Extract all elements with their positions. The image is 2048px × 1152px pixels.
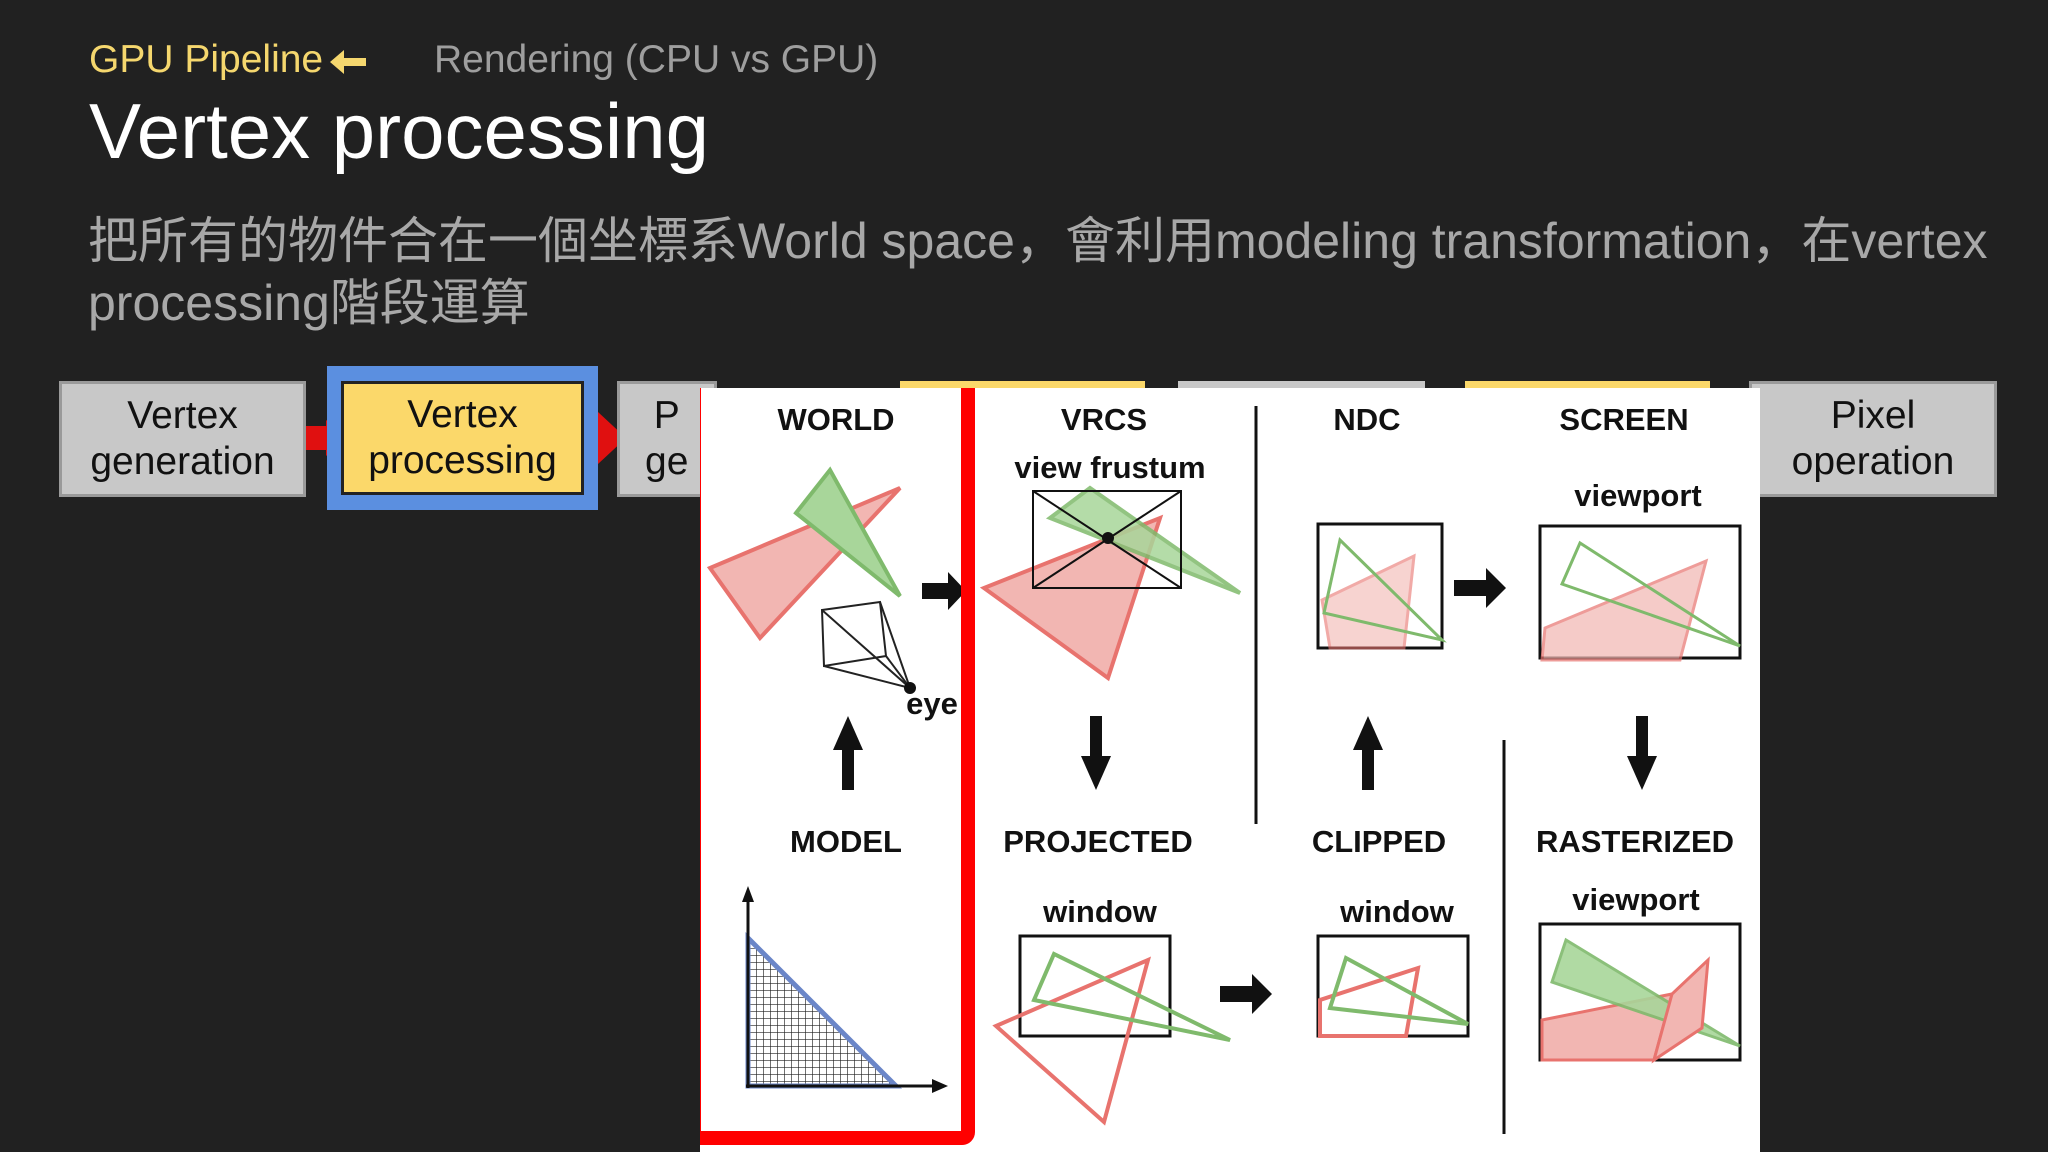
label-viewport-top: viewport <box>1574 478 1701 513</box>
arrow-right-icon <box>922 572 966 610</box>
label-rasterized: RASTERIZED <box>1536 824 1734 859</box>
label-vrcs: VRCS <box>1061 402 1147 437</box>
breadcrumb-link-gpu-pipeline[interactable]: GPU Pipeline <box>89 38 324 81</box>
vrcs-frustum-box <box>1032 490 1182 589</box>
arrow-down-icon <box>1081 716 1111 790</box>
label-eye: eye <box>906 686 958 721</box>
label-window-projected: window <box>1042 894 1158 929</box>
coordinate-spaces-diagram: WORLD VRCS view frustum NDC SCREEN viewp… <box>700 388 1760 1152</box>
label-view-frustum: view frustum <box>1014 450 1205 485</box>
vrcs-red-triangle <box>979 514 1164 682</box>
label-window-clipped: window <box>1339 894 1455 929</box>
arrow-right-icon <box>1454 568 1506 608</box>
arrow-left-icon[interactable] <box>330 50 366 74</box>
label-viewport-bottom: viewport <box>1572 882 1699 917</box>
vrcs-green-triangle <box>1045 485 1242 595</box>
highlight-world-model-frame <box>700 388 975 1145</box>
label-model: MODEL <box>790 824 902 859</box>
label-screen: SCREEN <box>1559 402 1688 437</box>
stage-hidden-tab <box>1465 381 1710 391</box>
description-text: 把所有的物件合在一個坐標系World space，會利用modeling tra… <box>88 213 1988 331</box>
arrow-right-icon <box>1220 974 1272 1014</box>
label-ndc: NDC <box>1333 402 1400 437</box>
stage-pixel-operation: Pixel operation <box>1749 381 1997 497</box>
stage-hidden-tab <box>1178 381 1425 391</box>
label-clipped: CLIPPED <box>1312 824 1446 859</box>
page-title: Vertex processing <box>89 87 710 175</box>
arrow-down-icon <box>1627 716 1657 790</box>
stage-hidden-tab <box>900 381 1145 391</box>
stage-connector-arrow-icon <box>598 412 626 464</box>
world-green-triangle <box>793 466 902 598</box>
stage-vertex-generation: Vertex generation <box>59 381 306 497</box>
arrow-up-icon <box>833 716 863 790</box>
breadcrumb-current: Rendering (CPU vs GPU) <box>434 38 879 81</box>
label-world: WORLD <box>777 402 894 437</box>
projected-window-box <box>1018 934 1172 1038</box>
label-projected: PROJECTED <box>1003 824 1192 859</box>
eye-camera-icon <box>820 600 911 689</box>
stage-vertex-processing: Vertex processing <box>341 381 584 495</box>
arrow-up-icon <box>1353 716 1383 790</box>
